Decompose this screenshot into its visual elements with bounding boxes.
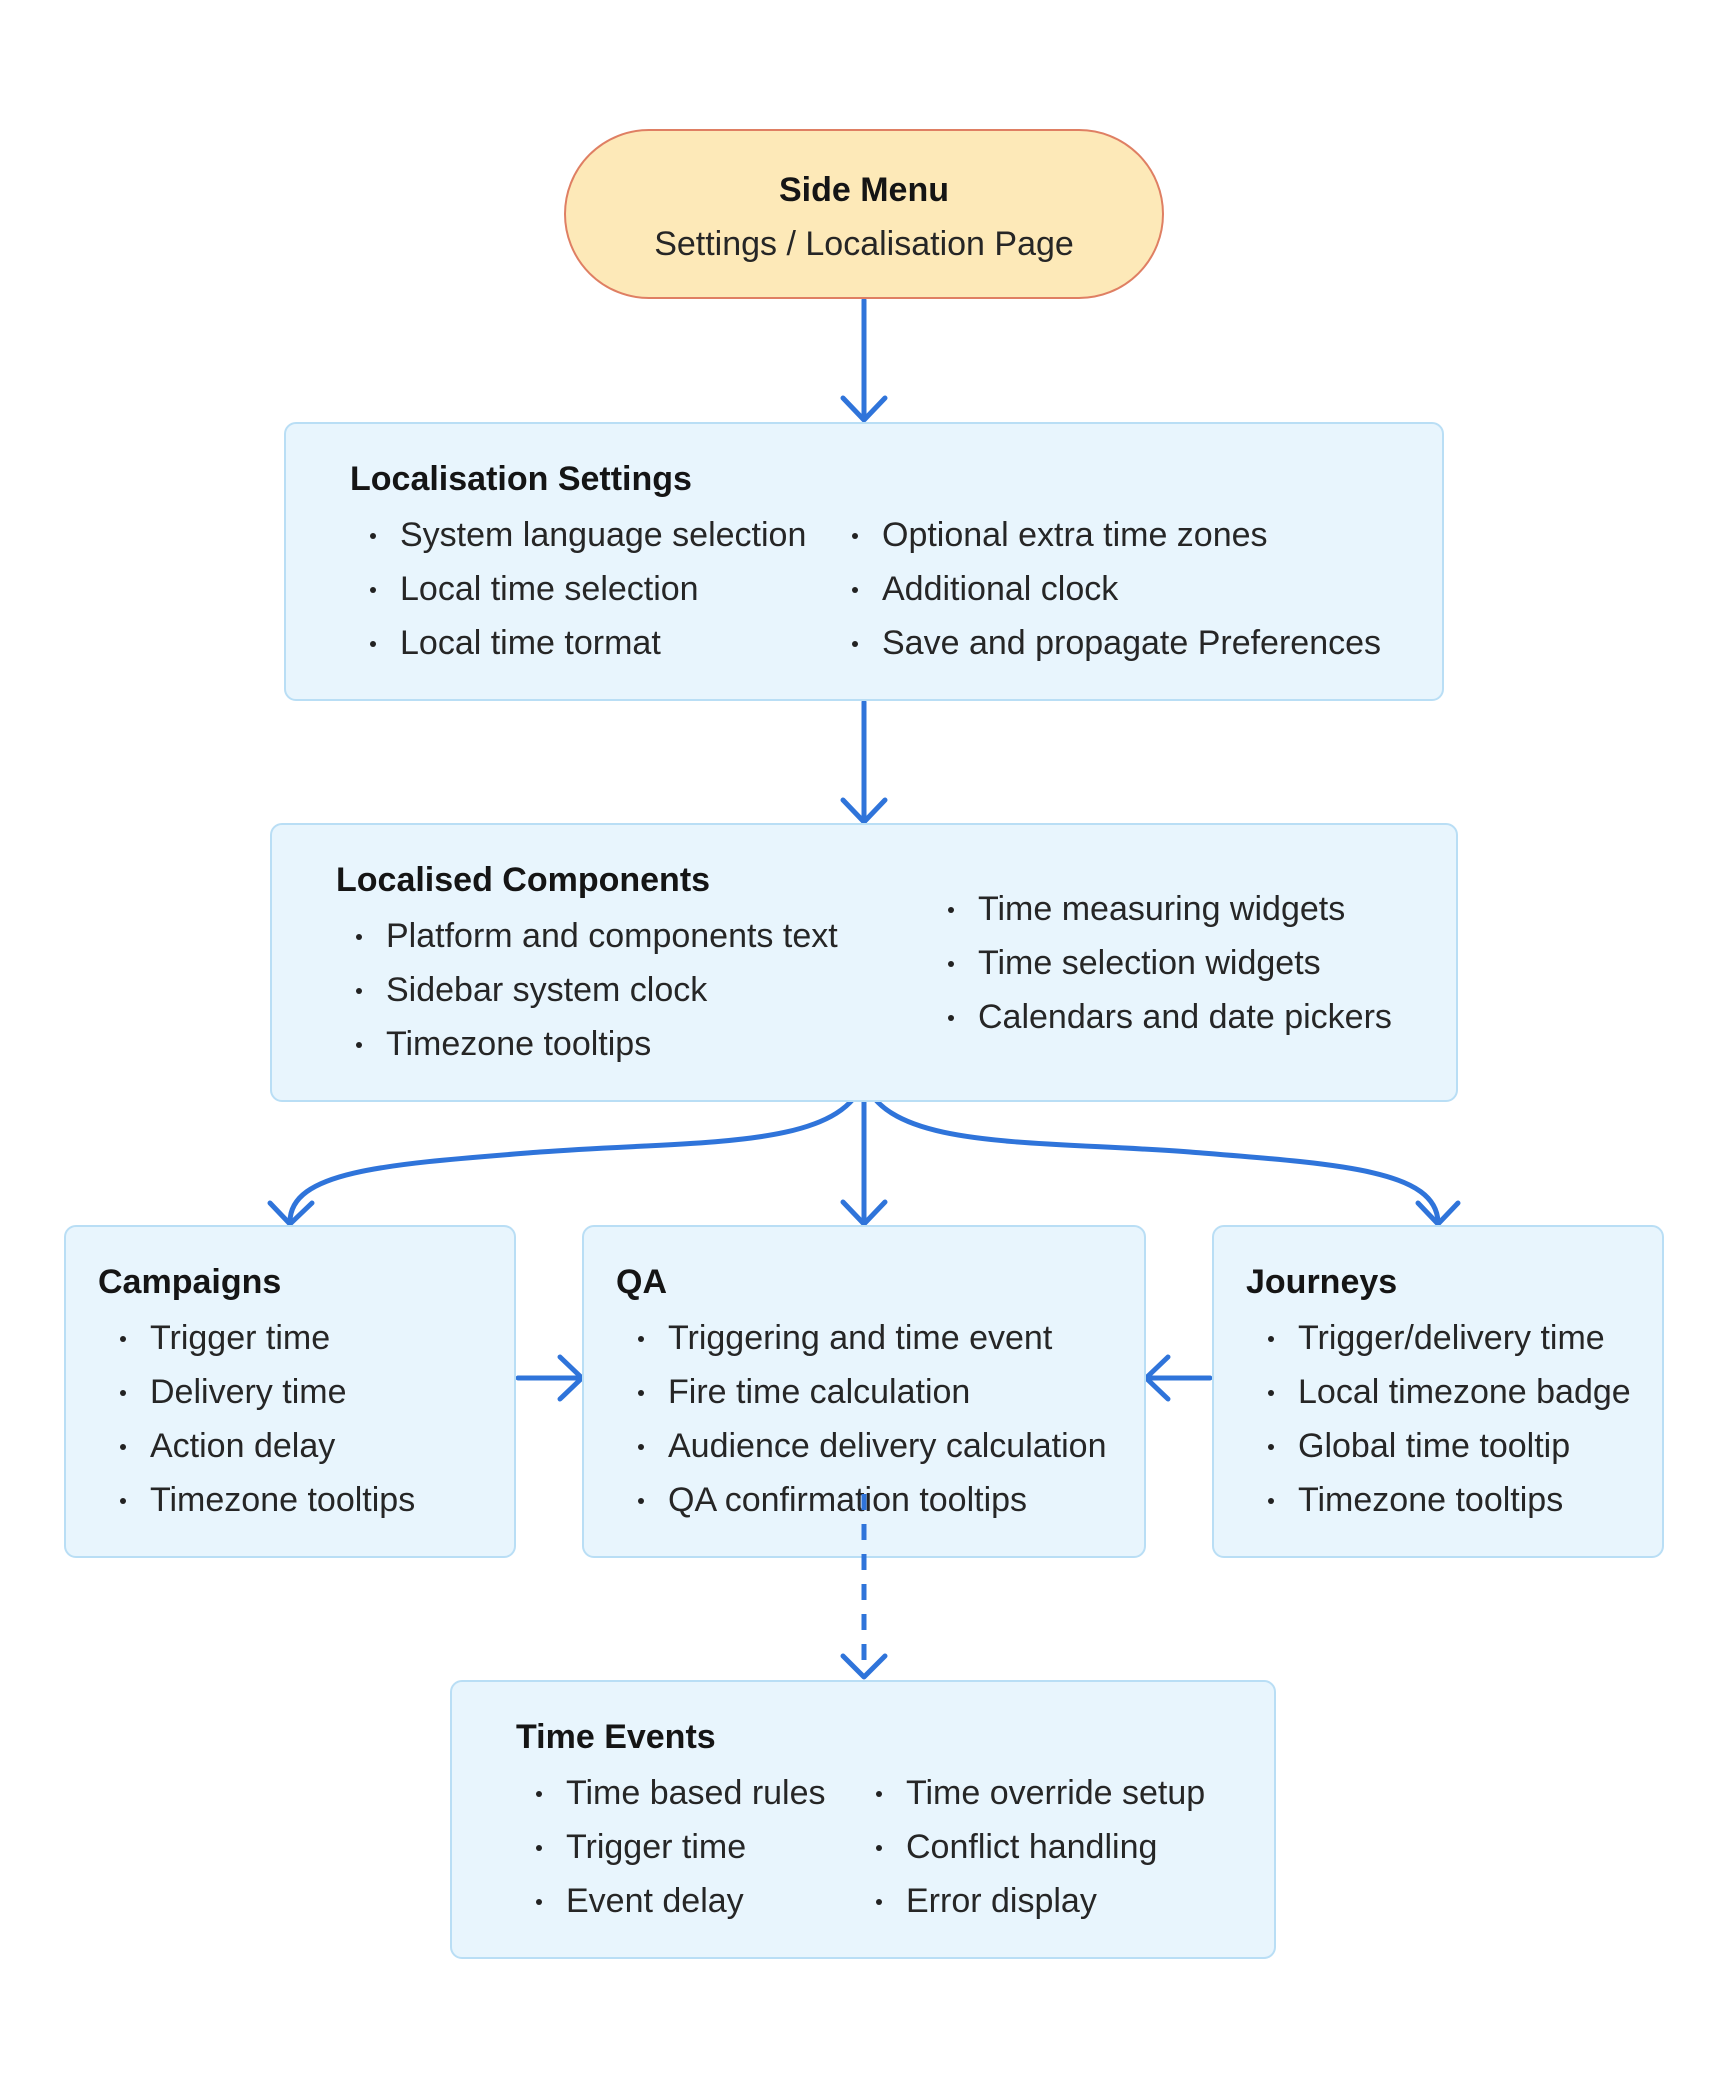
arrow-components-to-journeys xyxy=(861,1077,1441,1225)
list-item: Delivery time xyxy=(116,1365,415,1419)
list-item: Fire time calculation xyxy=(634,1365,1106,1419)
list-item: Platform and components text xyxy=(352,909,838,963)
list-item: Local time selection xyxy=(366,562,806,616)
side-menu-subtitle: Settings / Localisation Page xyxy=(654,225,1074,263)
list-item: Sidebar system clock xyxy=(352,963,838,1017)
time-events-node: Time Events Time based rules Trigger tim… xyxy=(450,1680,1276,1959)
localisation-settings-left-list: System language selection Local time sel… xyxy=(366,508,806,670)
localisation-settings-node: Localisation Settings System language se… xyxy=(284,422,1444,701)
list-item: Time based rules xyxy=(532,1766,826,1820)
campaigns-title: Campaigns xyxy=(98,1263,282,1301)
localised-components-right-list: Time measuring widgets Time selection wi… xyxy=(944,882,1392,1044)
list-item: Audience delivery calculation xyxy=(634,1419,1106,1473)
list-item: Triggering and time event xyxy=(634,1311,1106,1365)
time-events-left-list: Time based rules Trigger time Event dela… xyxy=(532,1766,826,1928)
list-item: Save and propagate Preferences xyxy=(848,616,1381,670)
localised-components-title: Localised Components xyxy=(336,861,711,899)
list-item: Optional extra time zones xyxy=(848,508,1381,562)
localised-components-left-list: Platform and components text Sidebar sys… xyxy=(352,909,838,1071)
arrowhead-qa xyxy=(840,1199,888,1227)
list-item: Trigger time xyxy=(532,1820,826,1874)
journeys-title: Journeys xyxy=(1246,1263,1398,1301)
arrowhead-settings xyxy=(840,395,888,423)
list-item: Time override setup xyxy=(872,1766,1205,1820)
arrowhead-components xyxy=(840,797,888,825)
campaigns-list: Trigger time Delivery time Action delay … xyxy=(116,1311,415,1527)
list-item: Error display xyxy=(872,1874,1205,1928)
list-item: Calendars and date pickers xyxy=(944,990,1392,1044)
arrowhead-journeys-qa xyxy=(1143,1354,1171,1402)
list-item: Local time tormat xyxy=(366,616,806,670)
campaigns-node: Campaigns Trigger time Delivery time Act… xyxy=(64,1225,516,1558)
qa-list: Triggering and time event Fire time calc… xyxy=(634,1311,1106,1527)
localisation-settings-right-list: Optional extra time zones Additional clo… xyxy=(848,508,1381,670)
list-item: Global time tooltip xyxy=(1264,1419,1631,1473)
journeys-list: Trigger/delivery time Local timezone bad… xyxy=(1264,1311,1631,1527)
qa-title: QA xyxy=(616,1263,667,1301)
time-events-right-list: Time override setup Conflict handling Er… xyxy=(872,1766,1205,1928)
list-item: Action delay xyxy=(116,1419,415,1473)
list-item: Trigger/delivery time xyxy=(1264,1311,1631,1365)
qa-node: QA Triggering and time event Fire time c… xyxy=(582,1225,1146,1558)
list-item: QA confirmation tooltips xyxy=(634,1473,1106,1527)
list-item: Timezone tooltips xyxy=(1264,1473,1631,1527)
arrowhead-campaigns xyxy=(267,1200,315,1227)
journeys-node: Journeys Trigger/delivery time Local tim… xyxy=(1212,1225,1664,1558)
list-item: Event delay xyxy=(532,1874,826,1928)
list-item: Time measuring widgets xyxy=(944,882,1392,936)
list-item: Additional clock xyxy=(848,562,1381,616)
side-menu-title: Side Menu xyxy=(778,171,950,209)
localised-components-node: Localised Components Platform and compon… xyxy=(270,823,1458,1102)
list-item: Timezone tooltips xyxy=(116,1473,415,1527)
list-item: Local timezone badge xyxy=(1264,1365,1631,1419)
list-item: Conflict handling xyxy=(872,1820,1205,1874)
list-item: Timezone tooltips xyxy=(352,1017,838,1071)
side-menu-node: Side Menu Settings / Localisation Page xyxy=(564,129,1164,299)
list-item: Trigger time xyxy=(116,1311,415,1365)
localisation-settings-title: Localisation Settings xyxy=(350,460,692,498)
time-events-title: Time Events xyxy=(516,1718,716,1756)
list-item: System language selection xyxy=(366,508,806,562)
arrowhead-journeys xyxy=(1415,1200,1461,1227)
list-item: Time selection widgets xyxy=(944,936,1392,990)
arrow-components-to-campaigns xyxy=(287,1077,867,1225)
